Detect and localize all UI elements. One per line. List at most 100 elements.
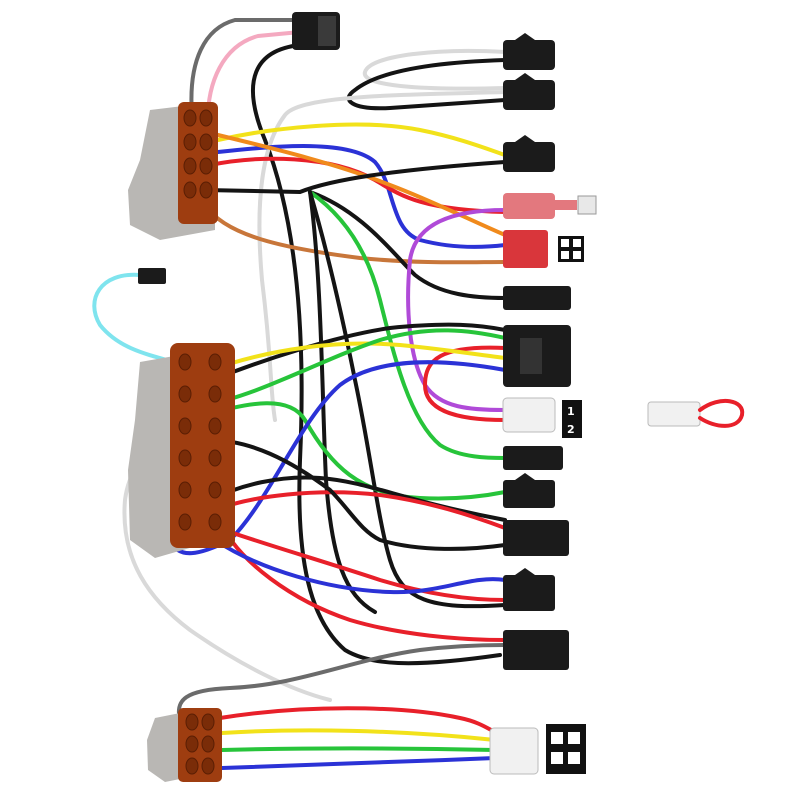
wire-red-jumper — [698, 398, 745, 428]
connector-black-2 — [503, 73, 555, 110]
pinout-diagram-icon — [546, 724, 586, 774]
plug-connector-icon — [503, 230, 548, 268]
connector-pins — [318, 16, 336, 46]
connector-slot — [520, 338, 542, 374]
pinout-diagram-icon — [562, 400, 582, 438]
wire-blue-bottom — [220, 756, 497, 770]
wire-black-mid-3 — [208, 438, 507, 551]
pin-label-2: 2 — [567, 423, 575, 436]
terminal-hole — [208, 481, 222, 499]
wire-green-fan — [308, 190, 507, 460]
plug-connector-icon — [503, 193, 555, 219]
plug-connector-icon — [503, 286, 571, 310]
wire-brown-top — [203, 203, 507, 265]
wire-red-mid-2 — [208, 523, 507, 602]
connector-black-9 — [503, 630, 569, 670]
plug-connector-icon — [138, 268, 166, 284]
wire-black-top-center — [203, 160, 507, 195]
plug-connector-icon — [503, 520, 569, 556]
terminal-hole — [178, 385, 192, 403]
wire-black-fan-1 — [308, 190, 507, 300]
plug-connector-icon — [503, 446, 563, 470]
wire-green-mid-1 — [203, 328, 507, 407]
plug-connector-icon — [503, 142, 555, 172]
connector-tab — [555, 200, 577, 210]
terminal-hole — [199, 157, 213, 175]
terminal-hole — [199, 133, 213, 151]
pin-label-1: 1 — [567, 405, 575, 418]
connector-black-1 — [503, 33, 555, 70]
connector-latch — [515, 568, 535, 575]
wire-white-loop-1 — [362, 48, 507, 91]
plug-connector-icon — [503, 630, 569, 670]
connector-black-3 — [503, 135, 555, 172]
wire-black-connector-1 — [346, 58, 507, 111]
connector-black-8 — [503, 568, 555, 611]
terminal-hole — [208, 385, 222, 403]
wire-blue-mid-2 — [213, 538, 507, 595]
wire-grey-top — [189, 18, 302, 117]
pin-square — [573, 251, 581, 259]
terminal-hole — [178, 417, 192, 435]
pin-square — [573, 239, 581, 247]
wire-black-fan-3 — [308, 190, 377, 614]
switch-body-bottom — [178, 708, 222, 782]
pin-square — [568, 732, 580, 744]
terminal-hole — [178, 449, 192, 467]
switch-terminals-middle — [178, 353, 222, 531]
connector-cyan — [138, 268, 166, 284]
wire-purple — [406, 208, 507, 412]
connector-black-4 — [503, 286, 571, 310]
wire-green-mid-2 — [203, 401, 507, 501]
wire-green-bottom — [220, 746, 497, 752]
terminal-hole — [208, 417, 222, 435]
connector-red — [503, 230, 584, 268]
connector-pink — [503, 193, 597, 219]
wire-black-fan-2 — [308, 190, 507, 609]
connector-latch — [515, 33, 535, 40]
switch-middle — [128, 343, 235, 558]
pin-square — [551, 752, 563, 764]
wire-yellow-mid — [203, 341, 507, 374]
terminal-hole — [199, 109, 213, 127]
plug-connector-icon — [503, 40, 555, 70]
connector-tip — [577, 195, 597, 215]
wire-grey-bottom — [176, 643, 507, 722]
terminal-hole — [178, 353, 192, 371]
wire-red-mid-1 — [208, 490, 507, 530]
wires — [92, 18, 507, 770]
terminal-hole — [185, 713, 199, 731]
terminal-hole — [183, 109, 197, 127]
pin-square — [551, 732, 563, 744]
connector-latch — [515, 135, 535, 142]
terminal-hole — [183, 181, 197, 199]
wire-cyan — [92, 272, 187, 367]
connector-loose-white — [647, 398, 745, 428]
connectors: 1 2 — [138, 12, 745, 775]
connector-top-black — [292, 12, 340, 50]
connector-black-6 — [503, 473, 555, 508]
terminal-hole — [185, 735, 199, 753]
connector-latch — [515, 73, 535, 80]
connector-black-large — [503, 325, 571, 387]
plug-connector-icon — [489, 727, 539, 775]
wire-red-bottom — [218, 706, 497, 734]
connector-white-2pin: 1 2 — [502, 397, 582, 438]
wire-yellow-top — [216, 122, 507, 157]
terminal-hole — [201, 757, 215, 775]
connector-latch — [515, 473, 535, 480]
wire-yellow-bottom — [220, 728, 497, 742]
pin-square — [568, 752, 580, 764]
wire-blue-top — [216, 144, 507, 249]
terminal-hole — [183, 157, 197, 175]
connector-white-4pin — [489, 724, 586, 775]
terminal-hole — [208, 513, 222, 531]
connector-black-7 — [503, 520, 569, 556]
terminal-hole — [201, 735, 215, 753]
wire-black-mid-1 — [198, 322, 507, 387]
connector-black-5 — [503, 446, 563, 470]
plug-connector-icon — [503, 80, 555, 110]
terminal-hole — [185, 757, 199, 775]
